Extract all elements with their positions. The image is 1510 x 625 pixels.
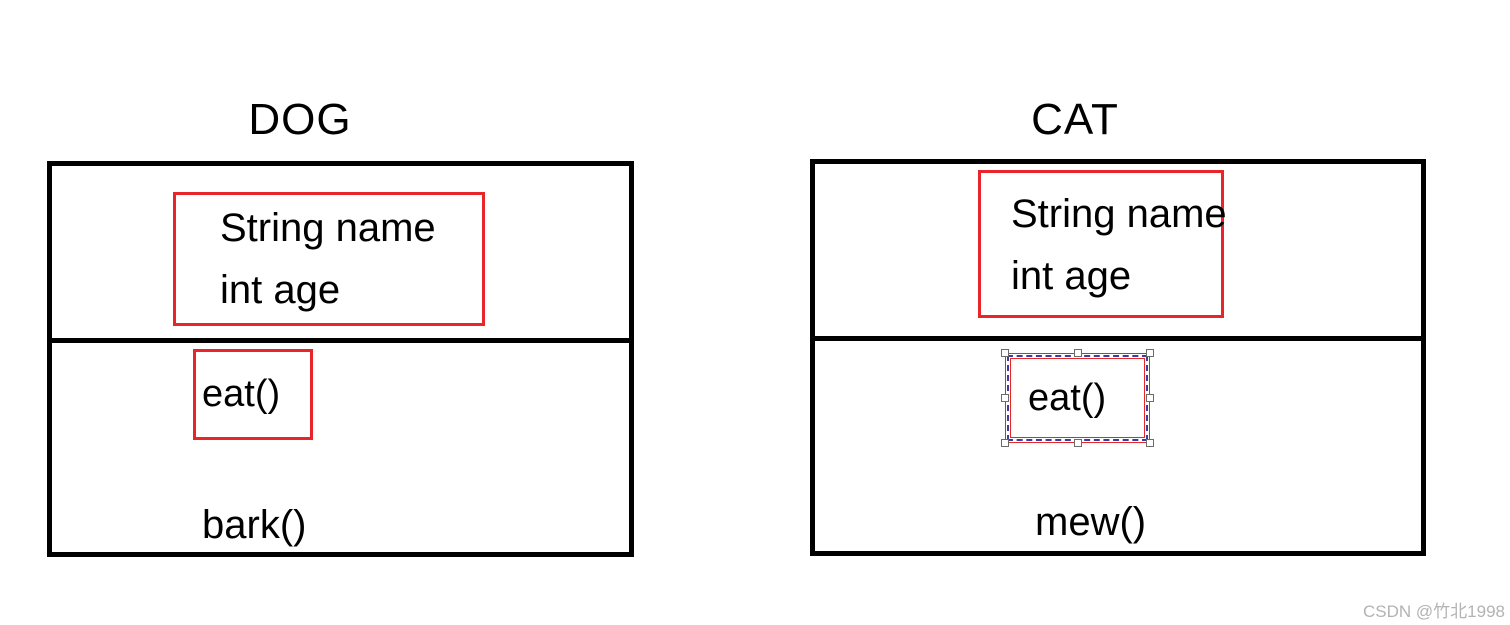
- dog-attributes-section: String name int age: [52, 166, 629, 343]
- selection-handle-se[interactable]: [1146, 439, 1154, 447]
- dog-bark-label: bark(): [202, 503, 307, 547]
- selection-handle-e[interactable]: [1146, 394, 1154, 402]
- cat-attributes-red-box[interactable]: String name int age: [978, 170, 1227, 318]
- cat-class-box[interactable]: String name int age eat() mew(): [810, 159, 1426, 556]
- selection-handle-w[interactable]: [1001, 394, 1009, 402]
- dog-class-title: DOG: [248, 95, 352, 144]
- selection-handle-n[interactable]: [1073, 349, 1082, 357]
- dog-eat-red-box[interactable]: eat(): [193, 349, 313, 440]
- dog-class-box[interactable]: String name int age eat() bark(): [47, 161, 634, 557]
- selection-handle-nw[interactable]: [1001, 349, 1009, 357]
- dog-attributes-red-box[interactable]: String name int age: [173, 192, 485, 326]
- cat-methods-section: eat() mew(): [815, 341, 1421, 551]
- cat-attributes-section: String name int age: [815, 164, 1421, 341]
- dog-attribute-age: int age: [220, 268, 341, 312]
- cat-attribute-name: String name: [1011, 192, 1227, 236]
- dog-methods-section: eat() bark(): [52, 343, 629, 552]
- selection-handle-sw[interactable]: [1001, 439, 1009, 447]
- csdn-watermark: CSDN @竹北1998: [1363, 602, 1505, 621]
- cat-eat-selected-box[interactable]: eat(): [1001, 349, 1154, 447]
- dog-eat-label: eat(): [202, 373, 281, 415]
- dog-attribute-name: String name: [220, 206, 436, 250]
- cat-eat-label: eat(): [1028, 376, 1107, 419]
- cat-attribute-age: int age: [1011, 254, 1132, 298]
- cat-class-title: CAT: [1031, 95, 1119, 144]
- cat-mew-label: mew(): [1035, 500, 1147, 544]
- selection-handle-s[interactable]: [1073, 439, 1082, 447]
- selection-handle-ne[interactable]: [1146, 349, 1154, 357]
